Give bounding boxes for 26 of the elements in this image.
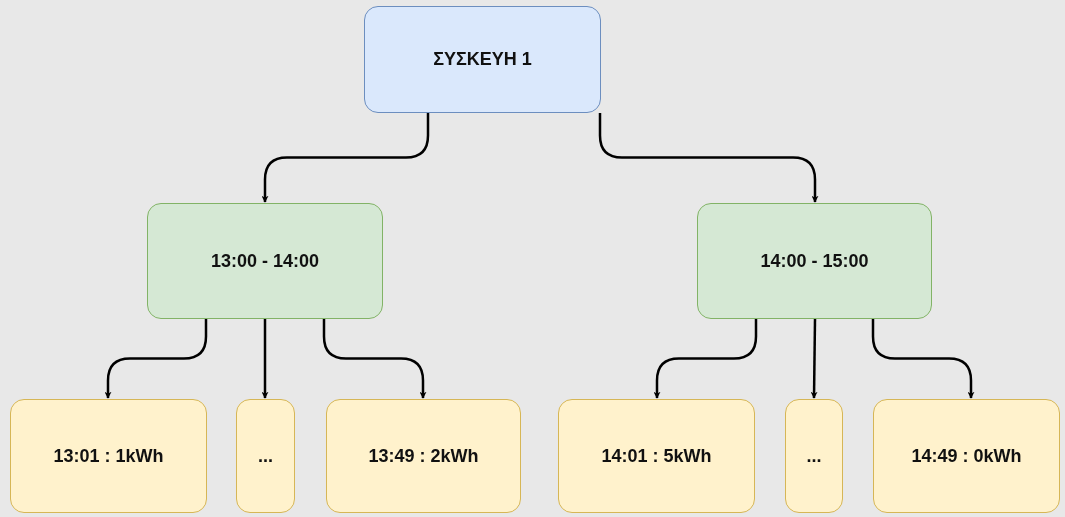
process-box [364,6,601,113]
box-label: 14:01 : 5kWh [600,445,713,467]
process-box [236,399,295,513]
process-box [147,203,383,319]
box-label: ΣΥΣΚΕΥΗ 1 [432,49,533,70]
arrow [261,319,269,399]
box-label: 13:00 - 14:00 [209,250,321,272]
process-box [326,399,521,513]
box-label: 14:00 - 15:00 [759,250,870,272]
arrow [810,319,818,399]
process-box [873,399,1060,513]
process-box [785,399,843,513]
box-label: ... [805,445,823,467]
box-label: 14:49 : 0kWh [910,445,1023,467]
arrow [653,319,758,399]
arrow [261,113,430,203]
arrow [104,319,208,399]
box-label: ... [257,445,274,467]
box-label: 13:49 : 2kWh [367,445,480,467]
arrow [598,113,819,203]
process-box [697,203,932,319]
process-box [558,399,755,513]
arrow [871,319,975,399]
process-box [10,399,207,513]
box-label: 13:01 : 1kWh [52,445,165,467]
arrow [322,319,427,399]
